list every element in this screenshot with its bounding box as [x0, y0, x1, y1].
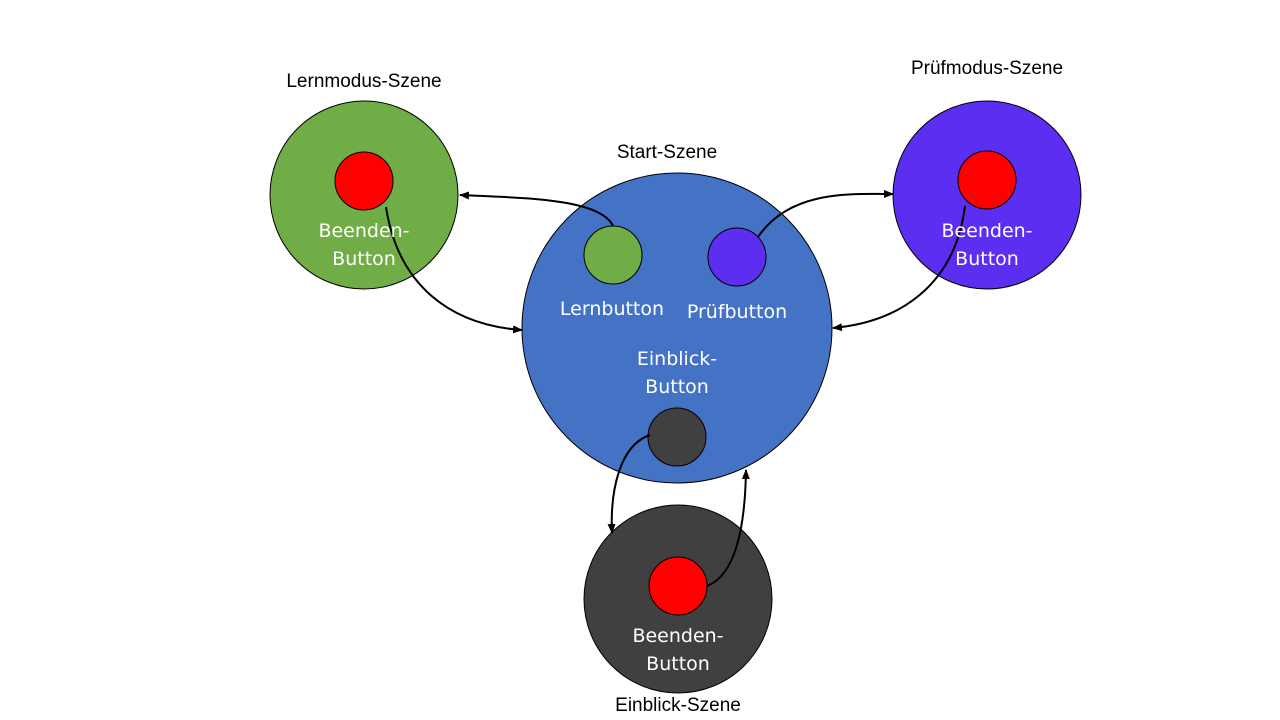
learn-scene-title: Lernmodus-Szene: [286, 71, 441, 92]
start-scene-title: Start-Szene: [617, 142, 717, 163]
exam-scene-title: Prüfmodus-Szene: [911, 58, 1063, 79]
start-insight-label-line1: Einblick-: [637, 348, 717, 370]
learn-quit-label-line2: Button: [332, 248, 396, 270]
arrow-insightbutton-to-insight-scene: [607, 434, 651, 534]
start-learn-button[interactable]: [583, 225, 643, 285]
arrow-learnbutton-to-learn-scene: [459, 191, 614, 227]
start-learn-button-label: Lernbutton: [560, 298, 664, 320]
exam-quit-label-line2: Button: [955, 248, 1019, 270]
insight-scene-title: Einblick-Szene: [615, 695, 741, 716]
learn-quit-button[interactable]: [334, 151, 394, 211]
exam-quit-label-line1: Beenden-: [941, 220, 1032, 242]
arrow-learn-quit-to-start-scene: [385, 206, 523, 334]
arrow-exambutton-to-exam-scene: [757, 189, 894, 238]
start-exam-button-label: Prüfbutton: [687, 301, 787, 323]
insight-quit-label-line2: Button: [646, 653, 710, 675]
learn-quit-label-line1: Beenden-: [318, 220, 409, 242]
arrow-insight-quit-to-start-scene: [706, 469, 750, 587]
exam-quit-button[interactable]: [957, 150, 1017, 210]
arrow-exam-quit-to-start-scene: [832, 205, 966, 332]
insight-quit-button[interactable]: [648, 556, 708, 616]
insight-quit-label-line1: Beenden-: [632, 625, 723, 647]
start-exam-button[interactable]: [707, 227, 767, 287]
start-insight-label-line2: Button: [645, 376, 709, 398]
start-insight-button[interactable]: [647, 407, 707, 467]
